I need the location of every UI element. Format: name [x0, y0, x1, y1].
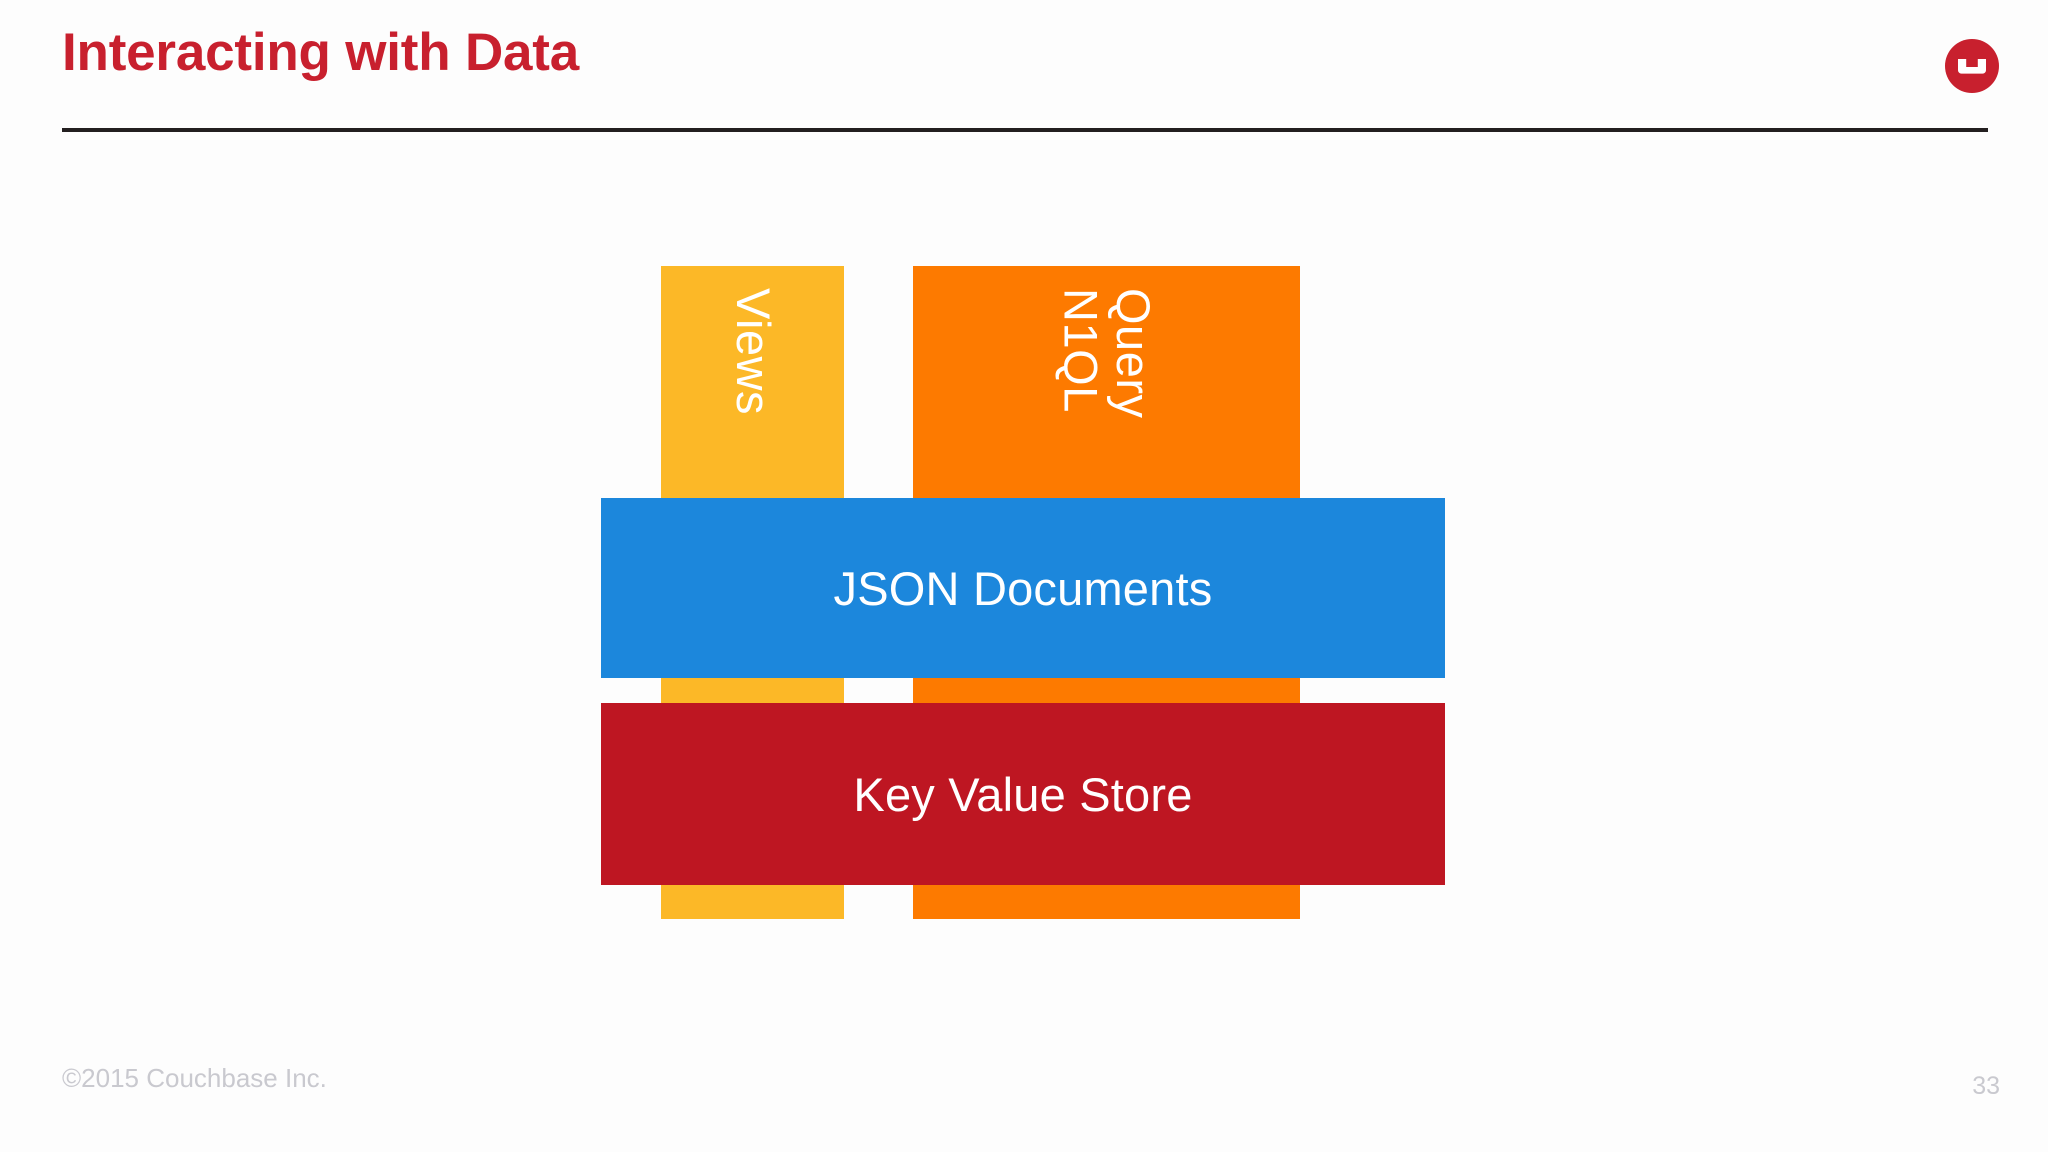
diagram-band-key-value-store: Key Value Store [601, 703, 1445, 885]
couchbase-logo-icon [1944, 38, 2000, 94]
band-json-documents-label: JSON Documents [833, 561, 1213, 615]
pillar-n1ql-label-line2: Query [1107, 288, 1161, 419]
pillar-views-label: Views [726, 288, 780, 416]
footer-copyright: ©2015 Couchbase Inc. [62, 1063, 327, 1093]
page-title: Interacting with Data [62, 23, 580, 82]
slide-page-number: 33 [1972, 1072, 2000, 1100]
header-divider [62, 128, 1988, 132]
band-key-value-store-label: Key Value Store [853, 767, 1193, 821]
diagram-band-json-documents: JSON Documents [601, 498, 1445, 678]
pillar-n1ql-label-line1: N1QL [1054, 288, 1108, 413]
slide-header: Interacting with Data [0, 0, 2048, 140]
